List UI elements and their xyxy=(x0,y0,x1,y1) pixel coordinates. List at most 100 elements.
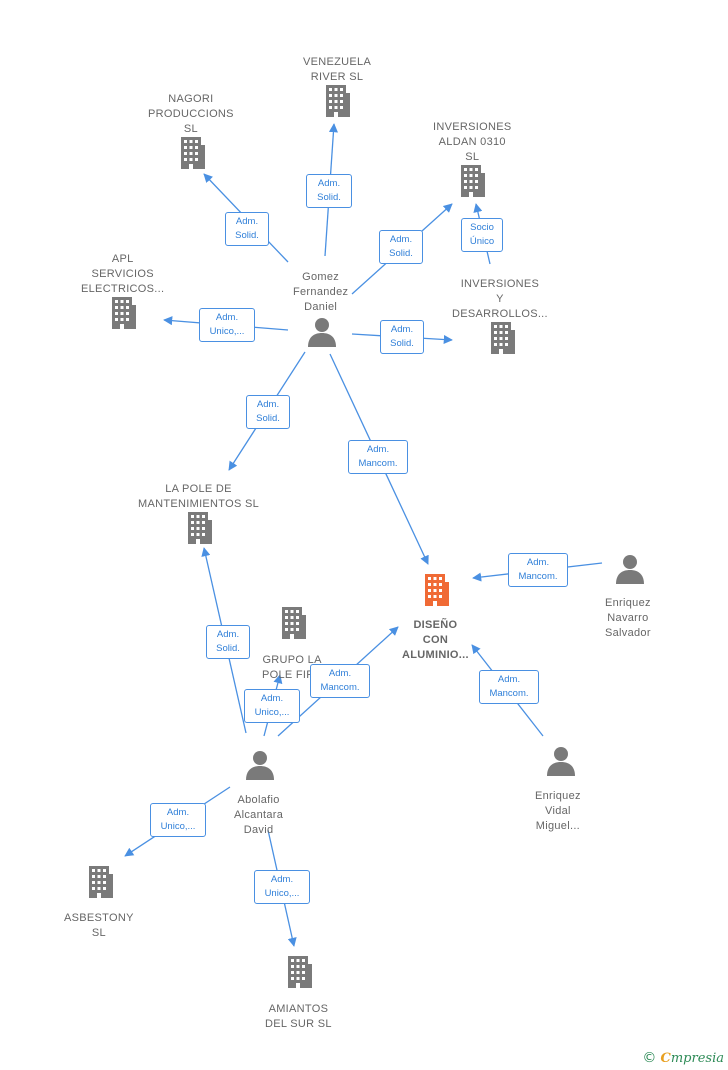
edge-label-line: Unico,... xyxy=(160,821,196,832)
edge-label-e9[interactable]: Adm.Mancom. xyxy=(508,553,568,587)
edge-label-e8[interactable]: Adm. Mancom. xyxy=(348,440,408,474)
node-label-line: Gomez xyxy=(302,271,340,283)
edge-label-line: Adm. xyxy=(215,312,239,323)
edge-label-e2[interactable]: Adm. Solid. xyxy=(225,212,269,246)
edge-label-e11[interactable]: Adm.Solid. xyxy=(206,625,250,659)
node-label-line: RIVER SL xyxy=(310,71,364,83)
edge-label-line: Adm. xyxy=(256,399,280,410)
node-label-venezuela[interactable]: VENEZUELA RIVER SL xyxy=(303,55,371,85)
edge-label-line: Mancom. xyxy=(320,682,360,693)
building-icon-lapole[interactable] xyxy=(188,512,212,544)
node-label-line: POLE FIRE xyxy=(262,669,323,681)
edge-label-line: Mancom. xyxy=(358,458,398,469)
edge-label-e6[interactable]: Adm. Solid. xyxy=(380,320,424,354)
node-label-line: AMIANTOS xyxy=(268,1003,329,1015)
node-label-line: INVERSIONES xyxy=(460,278,540,290)
edge-label-e5[interactable]: Adm. Unico,... xyxy=(199,308,255,342)
edge-label-line: Solid. xyxy=(235,230,259,241)
building-icon-apl[interactable] xyxy=(112,297,136,329)
edge-label-line: Solid. xyxy=(317,192,341,203)
node-label-line: Enriquez xyxy=(535,790,581,802)
node-label-line: DISEÑO xyxy=(413,619,458,631)
edge-label-line: Adm. xyxy=(497,674,521,685)
node-label-line: Abolafio xyxy=(237,794,280,806)
node-label-desarrollos[interactable]: INVERSIONES Y DESARROLLOS... xyxy=(452,277,548,322)
edge-label-line: Adm. xyxy=(526,557,550,568)
edge-label-e10[interactable]: Adm.Mancom. xyxy=(479,670,539,704)
person-icon-vidal[interactable] xyxy=(547,747,575,776)
person-icon-gomez[interactable] xyxy=(308,318,336,347)
edge-label-e15[interactable]: Adm.Unico,... xyxy=(254,870,310,904)
edge-label-line: Adm. xyxy=(366,444,390,455)
edge-label-line: Solid. xyxy=(216,643,240,654)
edge-label-e1[interactable]: Adm. Solid. xyxy=(306,174,352,208)
edge-label-line: Solid. xyxy=(256,413,280,424)
edge-label-line: Adm. xyxy=(328,668,352,679)
node-label-line: ASBESTONY xyxy=(64,912,134,924)
person-icon-navarro[interactable] xyxy=(616,555,644,584)
building-icon-nagori[interactable] xyxy=(181,137,205,169)
person-icon-abolafio[interactable] xyxy=(246,751,274,780)
node-label-line: Y xyxy=(496,293,504,305)
edge-label-line: Solid. xyxy=(390,338,414,349)
edge-label-line: Adm. xyxy=(235,216,259,227)
edge-label-line: Único xyxy=(469,236,495,247)
node-label-asbestony[interactable]: ASBESTONY SL xyxy=(64,911,134,941)
empresia-logo: © Cmpresia xyxy=(642,1050,724,1066)
node-label-nagori[interactable]: NAGORI PRODUCCIONS SL xyxy=(148,92,234,137)
node-label-line: SERVICIOS xyxy=(91,268,154,280)
edge-label-e3[interactable]: Adm. Solid. xyxy=(379,230,423,264)
edge-label-line: Solid. xyxy=(389,248,413,259)
node-label-line: VENEZUELA xyxy=(303,56,372,68)
node-label-line: INVERSIONES xyxy=(433,121,512,133)
node-label-line: DESARROLLOS... xyxy=(452,308,548,320)
node-label-line: SL xyxy=(465,151,480,163)
node-label-amiantos[interactable]: AMIANTOS DEL SUR SL xyxy=(265,1002,332,1032)
node-label-line: DEL SUR SL xyxy=(265,1018,332,1030)
node-label-line: Vidal xyxy=(545,805,571,817)
building-icon-desarrollos[interactable] xyxy=(491,322,515,354)
building-icon-grupo[interactable] xyxy=(282,607,306,639)
node-label-line: MANTENIMIENTOS SL xyxy=(138,498,260,510)
edge-label-e7[interactable]: Adm. Solid. xyxy=(246,395,290,429)
building-icon-venezuela[interactable] xyxy=(326,85,350,117)
node-label-line: NAGORI xyxy=(168,93,214,105)
edge-label-line: Adm. xyxy=(270,874,294,885)
edge-label-line: Adm. xyxy=(390,324,414,335)
node-label-line: Enriquez xyxy=(605,597,651,609)
edge-label-line: Adm. xyxy=(389,234,413,245)
edge-label-line: Unico,... xyxy=(254,707,290,718)
node-label-lapole[interactable]: LA POLE DE MANTENIMIENTOS SL xyxy=(138,482,259,512)
building-icon-asbestony[interactable] xyxy=(89,866,113,898)
building-icon-diseno[interactable] xyxy=(425,574,449,606)
edge-label-e14[interactable]: Adm. Unico,... xyxy=(150,803,206,837)
node-label-line: SL xyxy=(91,927,106,939)
node-label-grupo[interactable]: GRUPO LA POLE FIRE xyxy=(262,653,322,683)
building-icon-aldan[interactable] xyxy=(461,165,485,197)
node-label-line: LA POLE DE xyxy=(165,483,232,495)
edge-label-line: Adm. xyxy=(317,178,341,189)
node-label-line: Daniel xyxy=(304,301,338,313)
node-label-line: GRUPO LA xyxy=(262,654,322,666)
node-label-line: PRODUCCIONS xyxy=(148,108,234,120)
edge-label-line: Adm. xyxy=(166,807,190,818)
node-label-line: SL xyxy=(183,123,198,135)
edge-label-line: Adm. xyxy=(260,693,284,704)
node-label-line: Alcantara xyxy=(234,809,284,821)
node-label-line: David xyxy=(243,824,274,836)
building-icon-amiantos[interactable] xyxy=(288,956,312,988)
edge-label-line: Unico,... xyxy=(209,326,245,337)
node-label-line: Navarro xyxy=(607,612,649,624)
edge-label-e13[interactable]: Adm. Mancom. xyxy=(310,664,370,698)
edge-label-e12[interactable]: Adm. Unico,... xyxy=(244,689,300,723)
node-label-line: ELECTRICOS... xyxy=(81,283,165,295)
